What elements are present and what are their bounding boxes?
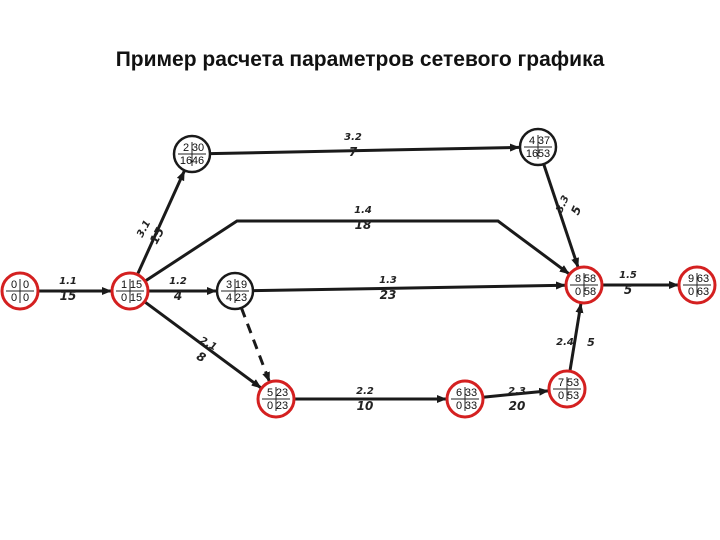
node-value: 0	[11, 279, 17, 291]
edge-e89: 1.55	[602, 270, 679, 297]
edge-code-label: 1.1	[59, 276, 77, 287]
edge-line	[239, 307, 271, 383]
node-value: 0	[558, 390, 564, 402]
edge-line	[568, 302, 584, 372]
node-value: 0	[121, 292, 127, 304]
node-value: 0	[688, 286, 694, 298]
edge-code-label: 2.2	[356, 386, 374, 397]
edge-line	[144, 219, 570, 283]
edge-line	[482, 387, 550, 399]
edge-duration-label: 20	[509, 399, 526, 413]
node-value: 9	[688, 273, 694, 285]
edge-duration-label: 4	[173, 289, 182, 303]
node-value: 8	[575, 273, 581, 285]
edge-duration-label: 8	[194, 349, 208, 365]
edge-duration-label: 15	[147, 225, 167, 246]
node-value: 16	[526, 148, 538, 160]
node-value: 0	[11, 292, 17, 304]
node-value: 5	[267, 387, 273, 399]
edge-e38: 1.323	[252, 275, 566, 302]
node-value: 33	[465, 400, 477, 412]
edge-code-label: 2.4	[556, 337, 574, 348]
node-value: 33	[465, 387, 477, 399]
edge-code-label: 3.2	[344, 132, 362, 143]
edge-duration-label: 10	[357, 399, 374, 413]
node-value: 0	[23, 279, 29, 291]
node-value: 58	[584, 273, 596, 285]
edge-duration-label: 23	[380, 288, 397, 302]
node-value: 46	[192, 155, 204, 167]
edge-line	[136, 170, 186, 276]
edge-duration-label: 18	[355, 218, 372, 232]
edge-duration-label: 7	[349, 145, 358, 159]
edge-code-label: 1.5	[619, 270, 637, 281]
node-value: 0	[456, 400, 462, 412]
edge-code-label: 1.3	[379, 275, 397, 286]
node-value: 15	[130, 292, 142, 304]
node-value: 0	[575, 286, 581, 298]
node-value: 63	[697, 286, 709, 298]
node-value: 1	[121, 279, 127, 291]
node-value: 23	[276, 400, 288, 412]
edge-line	[542, 163, 580, 268]
edge-duration-label: 15	[60, 289, 77, 303]
edge-code-label: 1.4	[354, 205, 372, 216]
node-value: 53	[567, 377, 579, 389]
edge-e56: 2.210	[294, 386, 447, 413]
node-value: 53	[567, 390, 579, 402]
node-value: 0	[267, 400, 273, 412]
node-value: 4	[226, 292, 232, 304]
node-value: 0	[23, 292, 29, 304]
node-value: 7	[558, 377, 564, 389]
edge-e24: 3.27	[209, 132, 520, 159]
edge-e67: 2.320	[482, 386, 550, 413]
edge-line	[209, 143, 520, 156]
node-value: 2	[183, 142, 189, 154]
edge-duration-label: 5	[568, 204, 584, 217]
edge-e01: 1.115	[38, 276, 112, 303]
node-value: 53	[538, 148, 550, 160]
edge-code-label: 2.3	[508, 386, 526, 397]
edge-e13: 1.24	[148, 276, 217, 303]
edge-e18: 1.418	[144, 205, 570, 283]
page-title: Пример расчета параметров сетевого графи…	[115, 48, 605, 71]
node-value: 4	[529, 135, 535, 147]
edge-code-label: 1.2	[169, 276, 187, 287]
node-value: 23	[276, 387, 288, 399]
node-value: 15	[130, 279, 142, 291]
node-value: 19	[235, 279, 247, 291]
node-value: 3	[226, 279, 232, 291]
edge-line	[143, 300, 262, 389]
node-value: 58	[584, 286, 596, 298]
edge-duration-label: 5	[587, 336, 595, 349]
edge-duration-label: 5	[624, 283, 632, 297]
node-value: 63	[697, 273, 709, 285]
node-value: 30	[192, 142, 204, 154]
edge-line	[252, 281, 566, 293]
edge-dummy-3-5	[239, 307, 271, 383]
node-value: 23	[235, 292, 247, 304]
node-value: 37	[538, 135, 550, 147]
node-value: 6	[456, 387, 462, 399]
edge-e48: 3.35	[542, 163, 584, 268]
node-value: 16	[180, 155, 192, 167]
